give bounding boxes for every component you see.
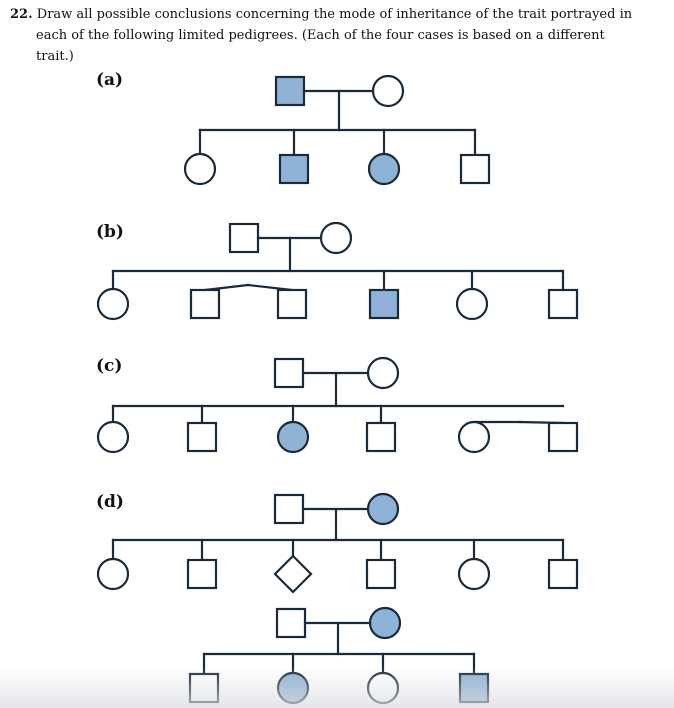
ped-c-parent-1-male-square (273, 357, 305, 389)
ped-a-child-3-female-circle (367, 152, 401, 186)
ped-d1-child-6-male-square (547, 558, 579, 590)
ped-a-parent-2-female-circle (371, 74, 405, 108)
label-d: (d) (96, 492, 124, 512)
ped-d2-parent-2-female-circle (368, 606, 402, 640)
ped-c-child-5-female-circle (457, 420, 491, 454)
ped-c-parent-2-female-circle (366, 356, 400, 390)
ped-a-parent-1-male-square (274, 75, 306, 107)
ped-b-child-6-male-square (547, 288, 579, 320)
bottom-fade (0, 666, 674, 708)
ped-d1-parent-1-male-square (273, 493, 305, 525)
ped-b-child-3-male-square (276, 288, 308, 320)
ped-c-child-3-female-circle (276, 420, 310, 454)
question-text: 22. Draw all possible conclusions concer… (10, 4, 660, 67)
ped-a-child-1-female-circle (183, 152, 217, 186)
ped-d1-child-1-female-circle (96, 557, 130, 591)
ped-c-child-6-male-square (547, 421, 579, 453)
question-number: 22. (10, 7, 33, 22)
ped-c-child-1-female-circle (96, 420, 130, 454)
label-c: (c) (96, 356, 123, 376)
question-line-1: Draw all possible conclusions concerning… (36, 7, 633, 22)
ped-d1-child-2-male-square (186, 558, 218, 590)
ped-b-child-1-female-circle (96, 287, 130, 321)
question-line-2: each of the following limited pedigrees.… (36, 28, 605, 43)
ped-d1-child-3-unknown-diamond (273, 554, 313, 594)
ped-a-child-4-male-square (459, 153, 491, 185)
ped-a-child-2-male-square (278, 153, 310, 185)
ped-b-parent-2-female-circle (319, 221, 353, 255)
ped-d2-parent-1-male-square (275, 607, 307, 639)
label-a: (a) (96, 70, 124, 90)
ped-d1-child-4-male-square (365, 558, 397, 590)
label-b: (b) (96, 222, 124, 242)
ped-b-child-5-female-circle (455, 287, 489, 321)
question-line-3: trait.) (36, 49, 74, 64)
ped-b-parent-1-male-square (228, 222, 260, 254)
ped-d1-child-5-female-circle (457, 557, 491, 591)
ped-d1-parent-2-female-circle (366, 492, 400, 526)
ped-c-child-2-male-square (186, 421, 218, 453)
ped-c-child-4-male-square (365, 421, 397, 453)
ped-b-child-2-male-square (189, 288, 221, 320)
ped-b-child-4-male-square (368, 288, 400, 320)
